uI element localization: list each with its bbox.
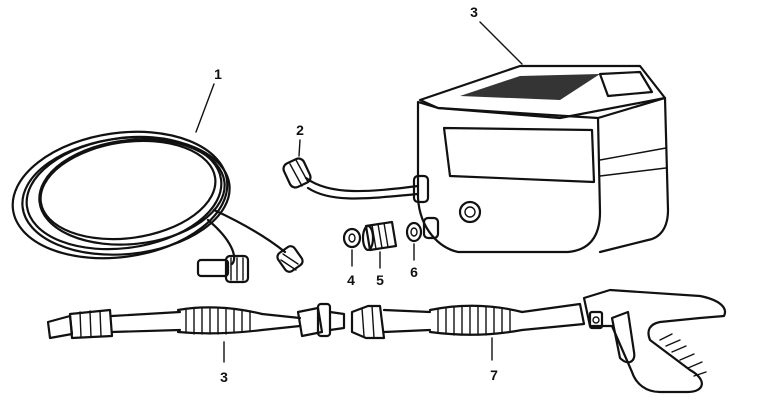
coiled-hose (11, 130, 304, 284)
callout-3-top: 3 (470, 4, 478, 20)
leader-line-1 (195, 83, 215, 133)
o-ring (405, 216, 440, 243)
callout-4: 4 (347, 272, 355, 288)
washer-ring (342, 227, 362, 249)
inlet-connector (282, 157, 420, 200)
spray-wand (46, 302, 346, 340)
callout-1: 1 (214, 66, 222, 82)
pressure-washer-unit (412, 64, 670, 254)
leader-line-2 (298, 139, 301, 157)
threaded-adapter (361, 220, 398, 252)
callout-6: 6 (410, 264, 418, 280)
callout-7: 7 (490, 367, 498, 383)
callout-2: 2 (296, 122, 304, 138)
leader-line-3-top (479, 21, 523, 65)
callout-3-bottom: 3 (220, 369, 228, 385)
spray-gun (350, 288, 727, 394)
callout-5: 5 (376, 272, 384, 288)
